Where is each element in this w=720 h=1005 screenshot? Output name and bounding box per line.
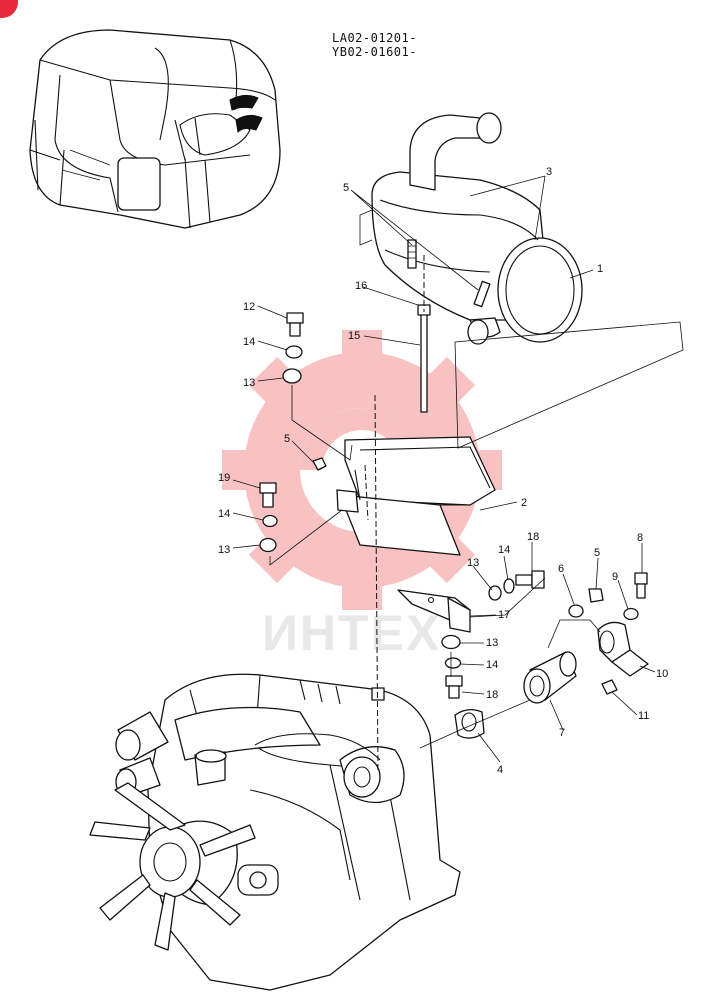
gasket-4 [454,708,485,739]
pipe-7 [523,651,577,704]
bolt-5-muffler-right [473,280,491,308]
callout-7: 7 [559,727,565,739]
washer-14-bottom [444,657,462,669]
callout-5-bracket: 5 [284,433,290,445]
machine-overview [29,29,281,229]
callout-16: 16 [355,280,367,292]
muffler [359,112,583,345]
centerline-bracket [364,464,369,521]
leader-pipe-clamp [547,619,601,649]
bracket-17 [397,589,471,633]
callout-15: 15 [348,330,360,342]
callout-labels: 1 2 3 4 5 5 5 6 7 8 9 10 11 12 13 13 13 … [218,166,668,776]
nut-5-bracket [312,457,327,471]
washer-14-upper [285,345,303,359]
engine [89,673,461,991]
washer-6 [568,604,584,618]
callout-18-bottom: 18 [486,689,498,701]
bolt-18-right [515,570,545,589]
leader-frame-muffler [454,321,684,449]
washer-14-lower [262,514,278,528]
clamp-10 [597,621,649,677]
corner-badge [0,0,18,18]
callout-18-right: 18 [527,531,539,543]
bolt-18-bottom [445,675,463,699]
bolt-12 [286,312,304,337]
callout-5-right: 5 [594,547,600,559]
washer-13-bottom [441,634,461,650]
callout-leaders [232,175,656,763]
nut-11 [601,679,618,695]
callout-13-bottom: 13 [486,637,498,649]
bracket-2 [336,436,496,556]
callout-1: 1 [597,263,603,275]
callout-13-right: 13 [467,557,479,569]
washer-14-right [503,578,515,594]
callout-10: 10 [656,668,668,680]
washer-13-lower [259,537,277,553]
nut-5-right [588,588,604,603]
washer-9 [623,607,639,621]
watermark-text: ИНТЕХ [262,605,441,661]
leader-left-lower [269,509,343,566]
callout-3: 3 [546,166,552,178]
callout-12: 12 [243,301,255,313]
callout-5-muffler: 5 [343,182,349,194]
callout-13-lower: 13 [218,544,230,556]
callout-6: 6 [558,563,564,575]
bolt-5-muffler-left [407,239,417,269]
serial-range-2: YB02-01601- [332,45,417,59]
callout-4: 4 [497,764,503,776]
callout-19: 19 [218,472,230,484]
callout-14-bottom: 14 [486,659,498,671]
callout-17: 17 [498,609,510,621]
callout-2: 2 [521,497,527,509]
bolt-19 [259,482,277,508]
callout-14-upper: 14 [243,336,255,348]
callout-11: 11 [638,710,649,722]
callout-14-right: 14 [498,544,510,556]
serial-range-1: LA02-01201- [332,31,417,45]
callout-14-lower: 14 [218,508,230,520]
leader-bracket-17 [469,577,546,618]
leader-left-upper [291,385,353,461]
washer-13-upper [282,368,302,384]
leader-gasket-engine [419,699,531,749]
callout-8: 8 [637,532,643,544]
bolt-8 [634,572,648,599]
callout-13-upper: 13 [243,377,255,389]
callout-9: 9 [612,571,618,583]
